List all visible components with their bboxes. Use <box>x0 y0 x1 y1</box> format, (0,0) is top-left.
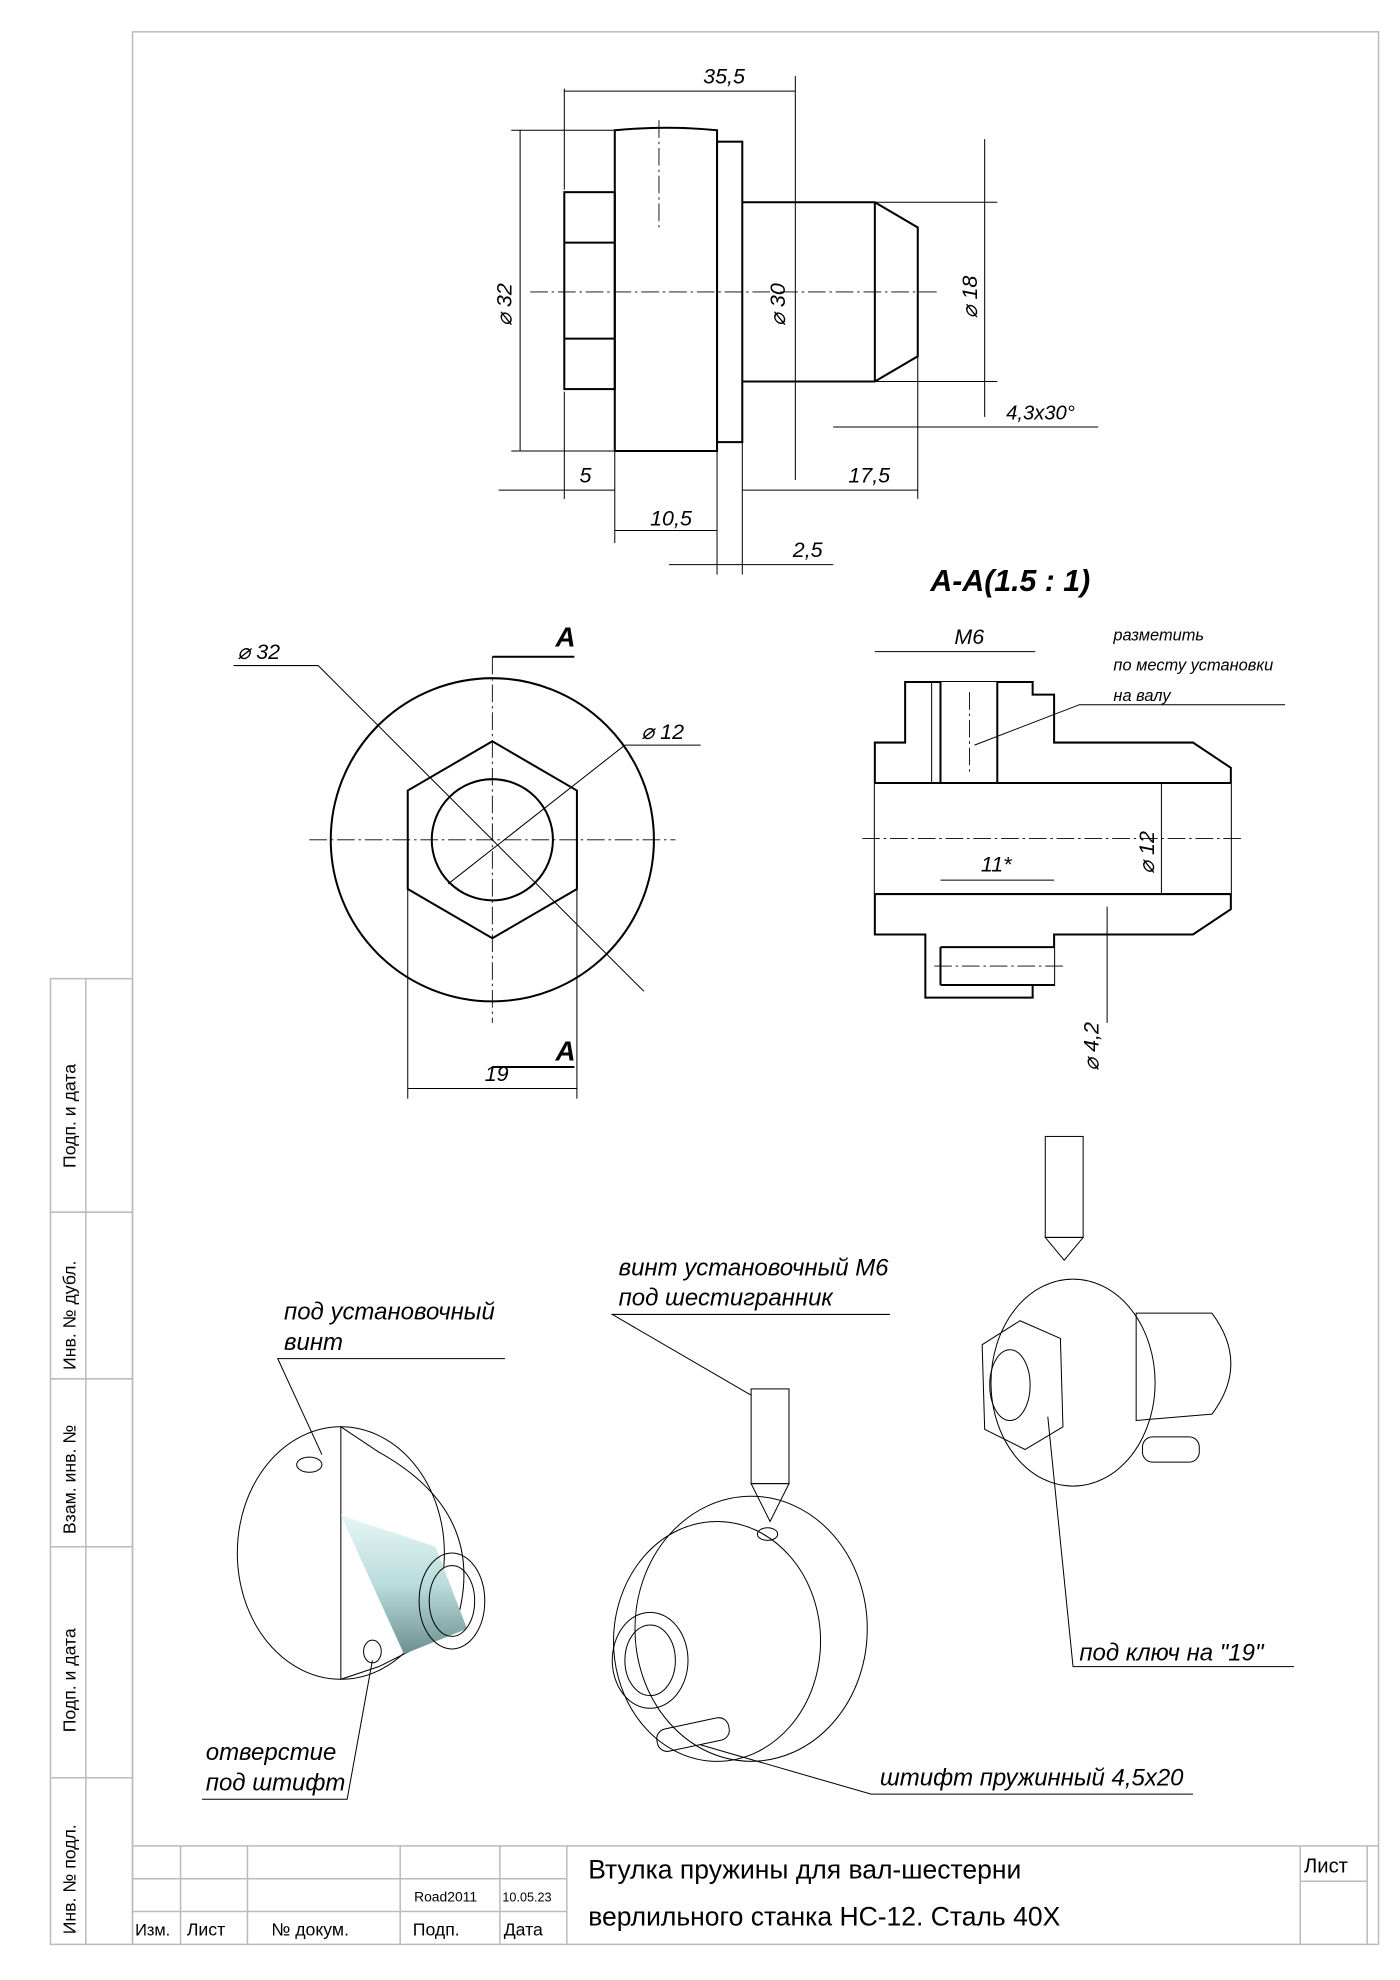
signature: Road2011 <box>414 1888 477 1904</box>
callout-set-screw-hole: винт <box>284 1329 343 1356</box>
callout-set-screw-hole: под установочный <box>284 1298 495 1325</box>
side-stamp: Подп. и дата Инв. № дубл. Взам. инв. № П… <box>60 1064 80 1934</box>
isometric-part-left <box>236 1425 486 1680</box>
dim-d32: ⌀ 32 <box>237 640 280 664</box>
callout-set-screw: винт установочный М6 <box>619 1254 890 1281</box>
side-label: Инв. № дубл. <box>60 1261 80 1370</box>
section-mark-top: А <box>554 622 575 653</box>
section-title: А-А(1.5 : 1) <box>929 565 1090 598</box>
section-mark-bottom: А <box>554 1036 575 1067</box>
header-izm: Изм. <box>135 1922 170 1940</box>
dim-pin-hole: ⌀ 4,2 <box>1079 1022 1103 1071</box>
header-list: Лист <box>187 1920 225 1940</box>
date: 10.05.23 <box>502 1890 551 1904</box>
callouts: под установочный винт винт установочный … <box>201 1254 1294 1800</box>
dim-d12: ⌀ 12 <box>641 720 684 744</box>
dim-bore: ⌀ 12 <box>1135 831 1159 874</box>
dim-2-5: 2,5 <box>792 538 823 562</box>
sheet-frame <box>49 31 1380 1946</box>
side-label: Подп. и дата <box>60 1064 80 1168</box>
callout-set-screw: под шестигранник <box>619 1285 835 1312</box>
dim-19: 19 <box>485 1062 509 1086</box>
dim-d18: ⌀ 18 <box>958 276 982 319</box>
dim-depth: 11* <box>981 852 1012 876</box>
dim-5: 5 <box>579 464 591 488</box>
side-label: Взам. инв. № <box>60 1425 80 1534</box>
note-line: на валу <box>1113 687 1172 705</box>
callout-wrench: под ключ на "19" <box>1079 1639 1265 1666</box>
front-view: 35,5 ⌀ 32 ⌀ 30 ⌀ 18 4,3x30° 5 17,5 10,5 … <box>492 65 1099 575</box>
header-sign: Подп. <box>413 1920 460 1940</box>
callout-pin: штифт пружинный 4,5х20 <box>880 1764 1184 1791</box>
section-view: А-А(1.5 : 1) М6 ⌀ 12 11* ⌀ 4,2 разметить… <box>862 565 1286 1071</box>
dim-chamfer: 4,3x30° <box>1006 402 1075 424</box>
dim-17-5: 17,5 <box>848 464 890 488</box>
side-label: Подп. и дата <box>60 1628 80 1732</box>
title-block: Изм. Лист № докум. Подп. Дата Road2011 1… <box>132 1845 1379 1945</box>
isometric-part-middle <box>611 1388 868 1762</box>
callout-pin-hole: отверстие <box>206 1739 337 1766</box>
callout-pin-hole: под штифт <box>206 1769 346 1796</box>
dim-10-5: 10,5 <box>650 506 692 530</box>
title-line2: верлильного станка НС-12. Сталь 40Х <box>588 1901 1060 1931</box>
dim-length: 35,5 <box>703 65 745 89</box>
note-line: разметить <box>1112 626 1204 644</box>
isometric-part-right <box>981 1135 1232 1487</box>
dim-d32: ⌀ 32 <box>492 283 516 326</box>
dim-d30: ⌀ 30 <box>766 283 790 326</box>
header-date: Дата <box>504 1920 543 1940</box>
side-label: Инв. № подл. <box>60 1824 80 1934</box>
title-line1: Втулка пружины для вал-шестерни <box>588 1855 1021 1885</box>
note-line: по месту установки <box>1113 657 1273 675</box>
dim-m6: М6 <box>954 625 984 649</box>
end-view: ⌀ 32 ⌀ 12 19 А А <box>233 622 701 1099</box>
sheet-label: Лист <box>1304 1855 1348 1877</box>
header-doc: № докум. <box>271 1920 349 1940</box>
